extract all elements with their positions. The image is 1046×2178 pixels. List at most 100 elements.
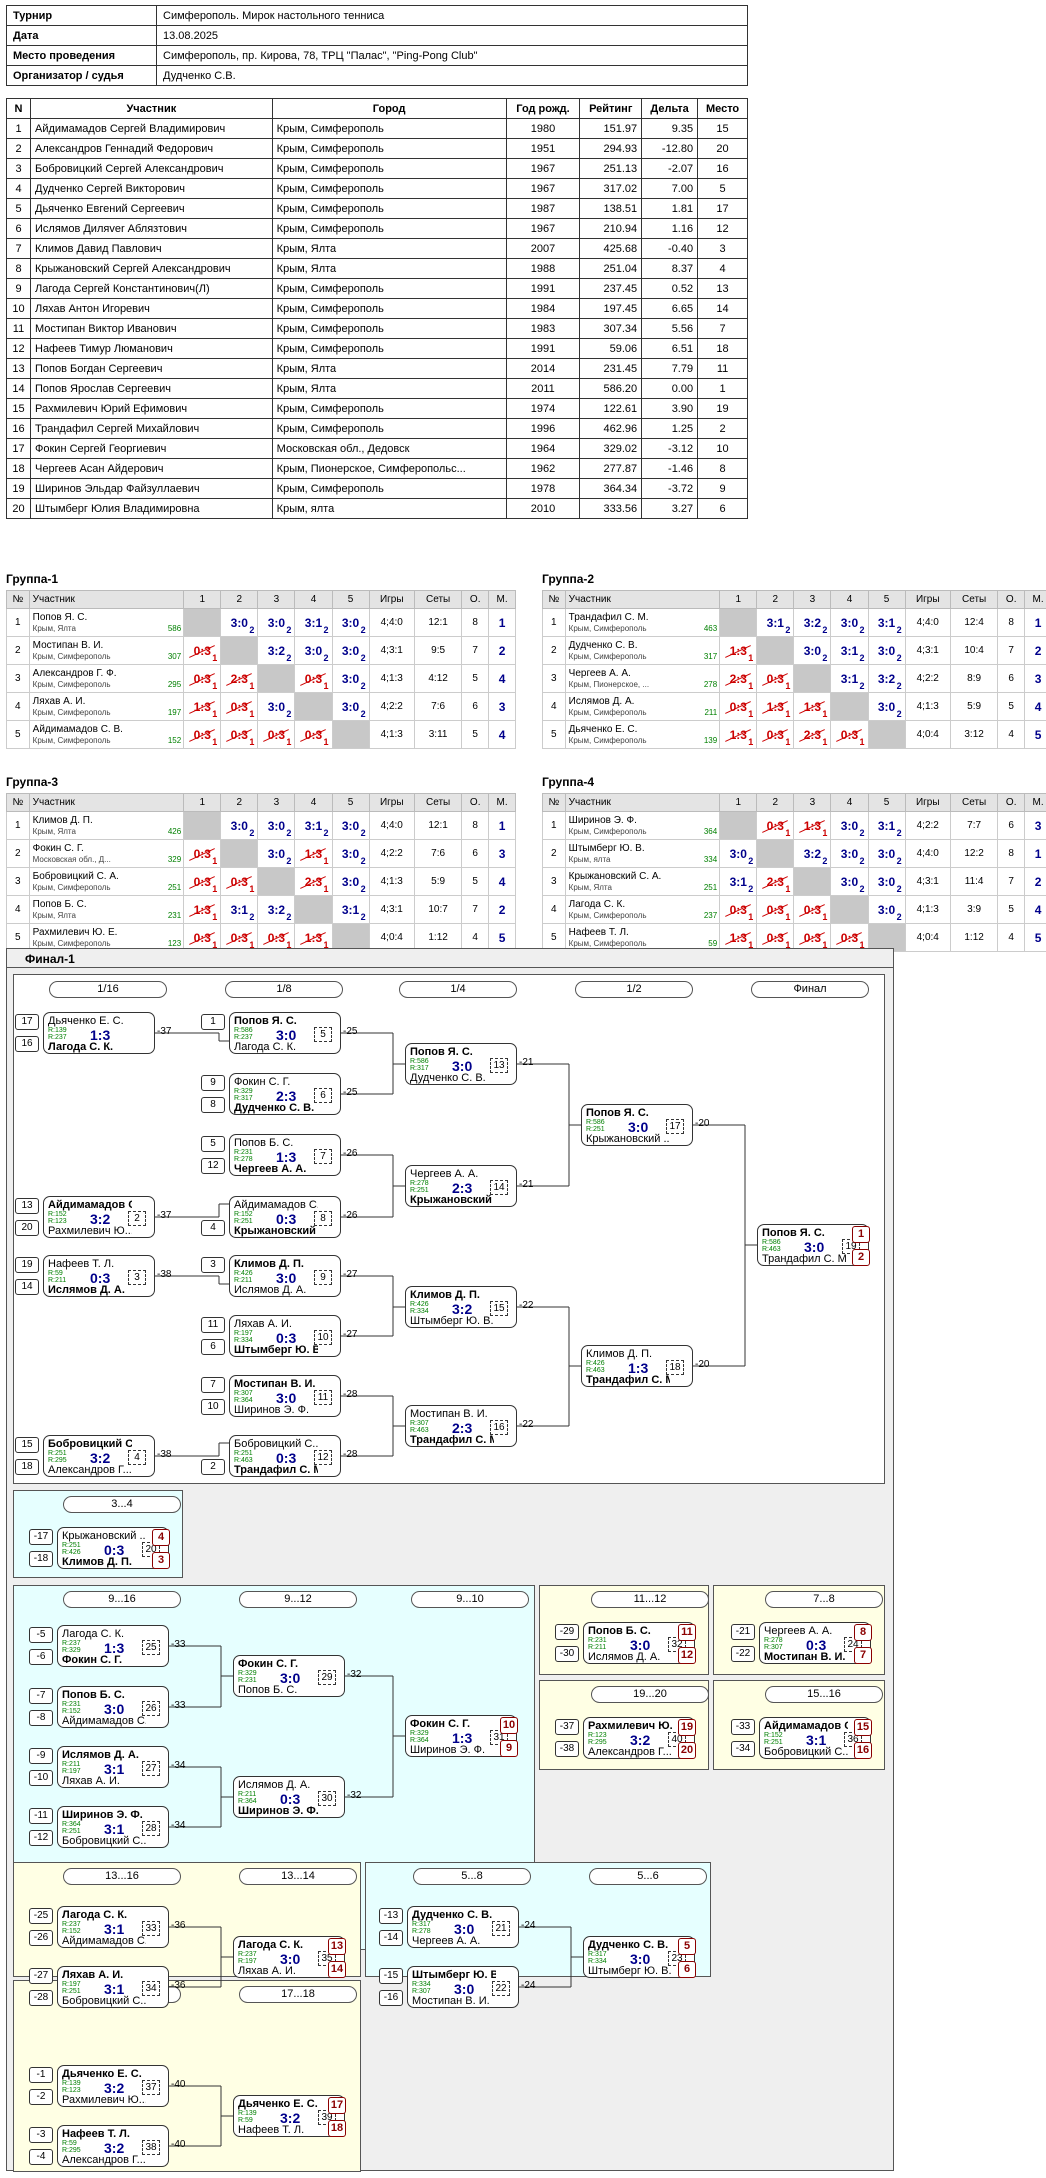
match-points: 1 [785,884,791,894]
seed-2: 2 [201,1459,225,1475]
match-points: 2 [286,856,292,866]
match-number: 34 [142,1981,160,1996]
points: 5 [997,692,1026,721]
player-name: Нафеев Т. Л. [568,926,629,938]
score: 0:3 [230,727,248,742]
seed-2: -6 [29,1649,53,1665]
table-cell: 1978 [505,478,581,499]
rating-1: R:334 [412,1981,431,1988]
player-2: Ислямов Д. А. [48,1284,125,1296]
table-cell: Попов Ярослав Сергеевич [30,378,273,399]
score: 3:1 [304,818,323,833]
table-cell: Ислямов Диляver Аблязтович [30,218,273,239]
rating-2: R:211 [234,1277,253,1284]
score: 3:0 [341,699,360,714]
seed-1: 17 [15,1014,39,1030]
rating-1: R:139 [62,2080,81,2087]
table-cell: 19 [697,398,748,419]
table-cell: 1951 [505,138,581,159]
table-cell: 0.52 [641,278,699,299]
score: 1:3 [729,643,747,658]
match-points: 1 [785,709,791,719]
points: 8 [461,811,490,840]
info-value: 13.08.2025 [156,25,748,46]
games: 4;1:3 [904,895,951,924]
place-badge: 13 [328,1938,346,1955]
score: 0:3 [267,727,286,742]
match-points: 1 [323,856,329,866]
seed-2: -8 [29,1710,53,1726]
match-number: 26 [142,1701,160,1716]
table-cell: 13 [6,358,31,379]
sets: 10:7 [413,895,463,924]
match-number: 2 [128,1211,146,1226]
rating-2: R:251 [764,1739,783,1746]
match-points: 2 [822,856,828,866]
row-number: 4 [6,692,30,721]
self-cell [867,923,906,952]
place: 4 [488,664,516,693]
loser-destination: -22 [519,1300,534,1311]
table-cell: 1.81 [641,198,699,219]
match-score: 0:3 [104,1542,125,1558]
match-points: 1 [212,940,218,950]
match-score: 0:3 [280,1791,301,1807]
score: 2:3 [230,671,248,686]
sets: 3:9 [949,895,999,924]
rating-1: R:237 [238,1951,257,1958]
player-city: Крым, Ялта [568,882,612,892]
table-cell: 1 [6,118,31,139]
points: 5 [461,867,490,896]
column-header: 4 [294,590,333,609]
match-points: 2 [323,828,329,838]
points: 8 [997,608,1026,637]
column-header: Год рожд. [505,98,581,119]
match-number: 29 [318,1670,336,1685]
group-title: Группа-2 [542,572,595,586]
match-points: 1 [785,912,791,922]
column-header: 4 [830,590,869,609]
loser-destination: -26 [343,1210,358,1221]
row-number: 5 [542,720,566,749]
player-1: Дьяченко Е. С. [48,1015,124,1027]
match-number: 10 [314,1330,332,1345]
table-cell: Крым, Симферополь [271,478,507,499]
games: 4;0:4 [904,923,951,952]
player-city: Крым, Симферополь [32,707,111,717]
score: 2:3 [803,727,822,742]
column-header: М. [488,793,516,812]
player-rating: 251 [703,883,718,892]
player-2: Ширинов Э. Ф. [234,1404,310,1416]
column-header: 1 [719,590,758,609]
table-cell: 6.65 [641,298,699,319]
table-cell: 5 [697,178,748,199]
seed-1: -1 [29,2067,53,2083]
table-cell: 197.45 [579,298,643,319]
score: 3:0 [877,643,896,658]
table-cell: Александров Геннадий Федорович [30,138,273,159]
seed-1: -3 [29,2127,53,2143]
player-city: Крым, Ялта [32,826,76,836]
round-label: 13...16 [63,1868,181,1885]
match-points: 2 [360,653,366,663]
table-cell: 11 [6,318,31,339]
